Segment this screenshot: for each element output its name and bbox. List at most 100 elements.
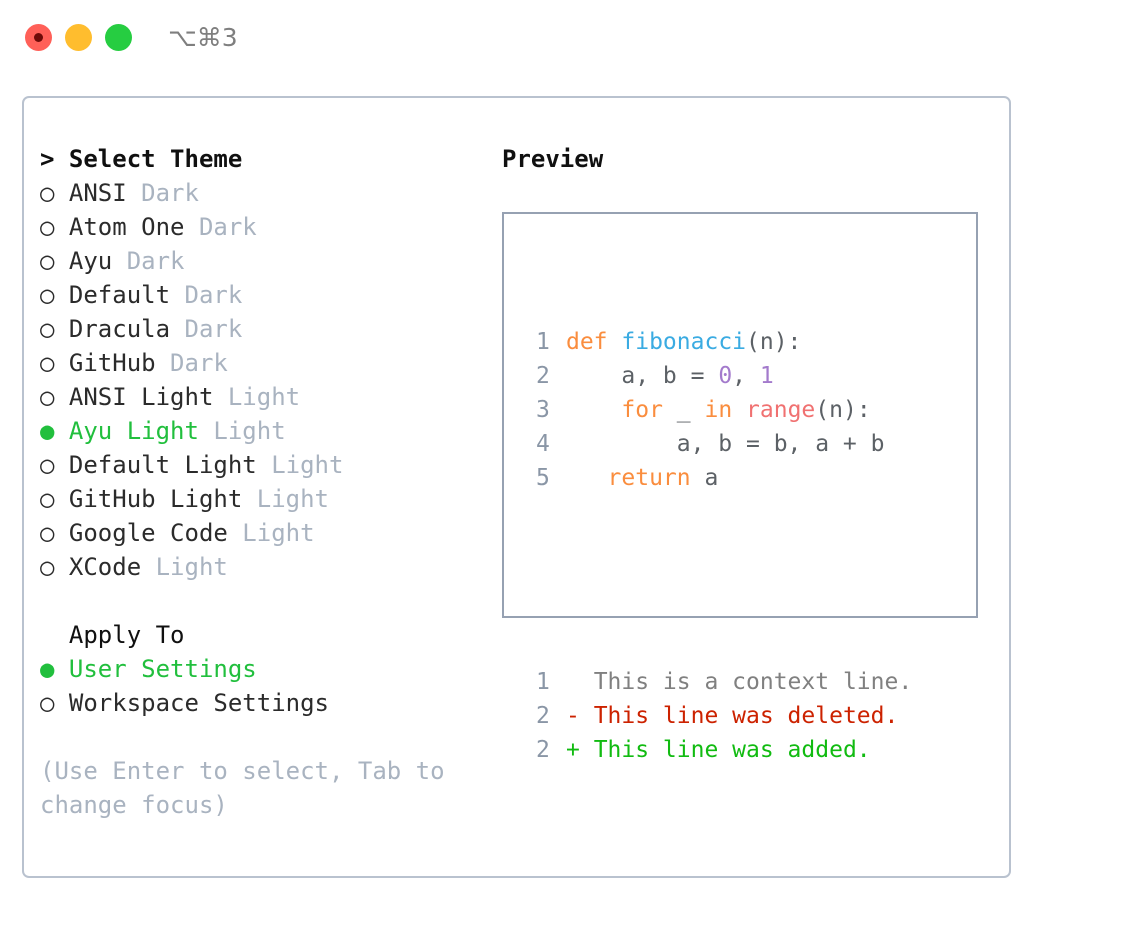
- line-number: 2: [536, 737, 550, 763]
- keyboard-shortcut-label: ⌥⌘3: [168, 23, 238, 52]
- theme-option-default[interactable]: ○ Default Dark: [40, 278, 490, 312]
- code-line: 1 def fibonacci(n):: [520, 325, 912, 359]
- theme-option-ayu-light[interactable]: ● Ayu Light Light: [40, 414, 490, 448]
- theme-option-label: Dracula: [54, 315, 171, 343]
- theme-option-variant: Dark: [170, 281, 243, 309]
- theme-selector-column: > Select Theme ○ ANSI Dark○ Atom One Dar…: [40, 142, 490, 822]
- diff-sign: [566, 669, 580, 695]
- code-token-plain: [732, 397, 746, 423]
- theme-option-label: GitHub: [54, 349, 156, 377]
- code-token-fn: fibonacci: [621, 329, 747, 355]
- apply-to-option-workspace-settings[interactable]: ○ Workspace Settings: [40, 686, 490, 720]
- radio-unselected-icon: ○: [40, 315, 55, 343]
- maximize-button[interactable]: [105, 24, 132, 51]
- column-spacer: [40, 584, 490, 618]
- theme-option-google-code[interactable]: ○ Google Code Light: [40, 516, 490, 550]
- line-number: 2: [536, 703, 550, 729]
- theme-option-label: Default Light: [54, 451, 257, 479]
- diff-line-ctx: 1 This is a context line.: [520, 665, 912, 699]
- theme-option-xcode[interactable]: ○ XCode Light: [40, 550, 490, 584]
- gutter-gap: [550, 393, 566, 427]
- theme-option-variant: Light: [256, 451, 344, 479]
- code-line: 3 for _ in range(n):: [520, 393, 912, 427]
- theme-option-variant: Light: [242, 485, 329, 513]
- theme-option-default-light[interactable]: ○ Default Light Light: [40, 448, 490, 482]
- theme-option-label: Ayu Light: [54, 417, 199, 445]
- window-controls: [25, 24, 132, 51]
- preview-column: Preview 1 def fibonacci(n):2 a, b = 0, 1…: [502, 142, 992, 763]
- theme-option-label: ANSI Light: [54, 383, 214, 411]
- line-number: 4: [536, 431, 550, 457]
- code-line: 2 a, b = 0, 1: [520, 359, 912, 393]
- theme-option-variant: Dark: [184, 213, 257, 241]
- code-token-plain: [566, 465, 608, 491]
- apply-to-option-list: ● User Settings○ Workspace Settings: [40, 652, 490, 720]
- diff-text: This is a context line.: [579, 669, 913, 695]
- gutter-gap: [550, 427, 566, 461]
- theme-option-dracula[interactable]: ○ Dracula Dark: [40, 312, 490, 346]
- code-token-kw: def: [565, 329, 608, 355]
- code-token-plain: a, b = b, a + b: [565, 431, 885, 457]
- theme-option-variant: Dark: [170, 315, 243, 343]
- radio-unselected-icon: ○: [40, 519, 55, 547]
- radio-selected-icon: ●: [40, 417, 55, 445]
- theme-option-list: ○ ANSI Dark○ Atom One Dark○ Ayu Dark○ De…: [40, 176, 490, 584]
- theme-option-label: GitHub Light: [54, 485, 243, 513]
- gutter-gap: [550, 665, 566, 699]
- gutter-gap: [550, 699, 566, 733]
- radio-unselected-icon: ○: [40, 553, 55, 581]
- code-token-kw: return: [607, 465, 691, 491]
- radio-unselected-icon: ○: [40, 383, 55, 411]
- diff-sign: -: [565, 703, 580, 729]
- titlebar: ⌥⌘3: [0, 0, 1140, 78]
- radio-unselected-icon: ○: [40, 349, 55, 377]
- theme-option-github-light[interactable]: ○ GitHub Light Light: [40, 482, 490, 516]
- gutter-gap: [550, 733, 566, 767]
- code-token-num: 0: [718, 363, 733, 389]
- close-button[interactable]: [25, 24, 52, 51]
- theme-option-label: Ayu: [54, 247, 113, 275]
- radio-unselected-icon: ○: [40, 281, 55, 309]
- main-panel: > Select Theme ○ ANSI Dark○ Atom One Dar…: [22, 96, 1011, 878]
- code-token-kw: in: [704, 397, 733, 423]
- radio-unselected-icon: ○: [40, 689, 55, 717]
- theme-option-ansi[interactable]: ○ ANSI Dark: [40, 176, 490, 210]
- diff-line-add: 2 + This line was added.: [520, 733, 912, 767]
- code-token-plain: [566, 397, 621, 423]
- diff-sign: +: [565, 737, 580, 763]
- code-line: 4 a, b = b, a + b: [520, 427, 912, 461]
- theme-option-variant: Light: [213, 383, 301, 411]
- theme-option-github[interactable]: ○ GitHub Dark: [40, 346, 490, 380]
- apply-to-option-user-settings[interactable]: ● User Settings: [40, 652, 490, 686]
- theme-option-ansi-light[interactable]: ○ ANSI Light Light: [40, 380, 490, 414]
- theme-option-atom-one[interactable]: ○ Atom One Dark: [40, 210, 490, 244]
- preview-heading: Preview: [502, 145, 604, 173]
- diff-sample: 1 This is a context line. 2 - This line w…: [520, 665, 912, 767]
- diff-text: This line was deleted.: [579, 703, 899, 729]
- line-number: 1: [536, 669, 550, 695]
- code-token-plain: [608, 329, 622, 355]
- radio-unselected-icon: ○: [40, 485, 55, 513]
- theme-option-ayu[interactable]: ○ Ayu Dark: [40, 244, 490, 278]
- line-number: 3: [536, 397, 550, 423]
- theme-option-variant: Light: [227, 519, 315, 547]
- theme-option-variant: Dark: [155, 349, 228, 377]
- radio-unselected-icon: ○: [40, 213, 55, 241]
- code-token-num: 1: [759, 363, 774, 389]
- theme-option-label: Default: [54, 281, 171, 309]
- line-number: 2: [536, 363, 550, 389]
- apply-to-heading: Apply To: [40, 621, 185, 649]
- code-token-builtin: range: [746, 397, 816, 423]
- minimize-button[interactable]: [65, 24, 92, 51]
- theme-option-label: XCode: [54, 553, 142, 581]
- keyboard-hint-text: (Use Enter to select, Tab to change focu…: [40, 757, 460, 819]
- theme-option-label: Google Code: [54, 519, 228, 547]
- code-line: 5 return a: [520, 461, 912, 495]
- theme-option-variant: Light: [141, 553, 228, 581]
- theme-option-variant: Dark: [112, 247, 185, 275]
- radio-unselected-icon: ○: [40, 179, 55, 207]
